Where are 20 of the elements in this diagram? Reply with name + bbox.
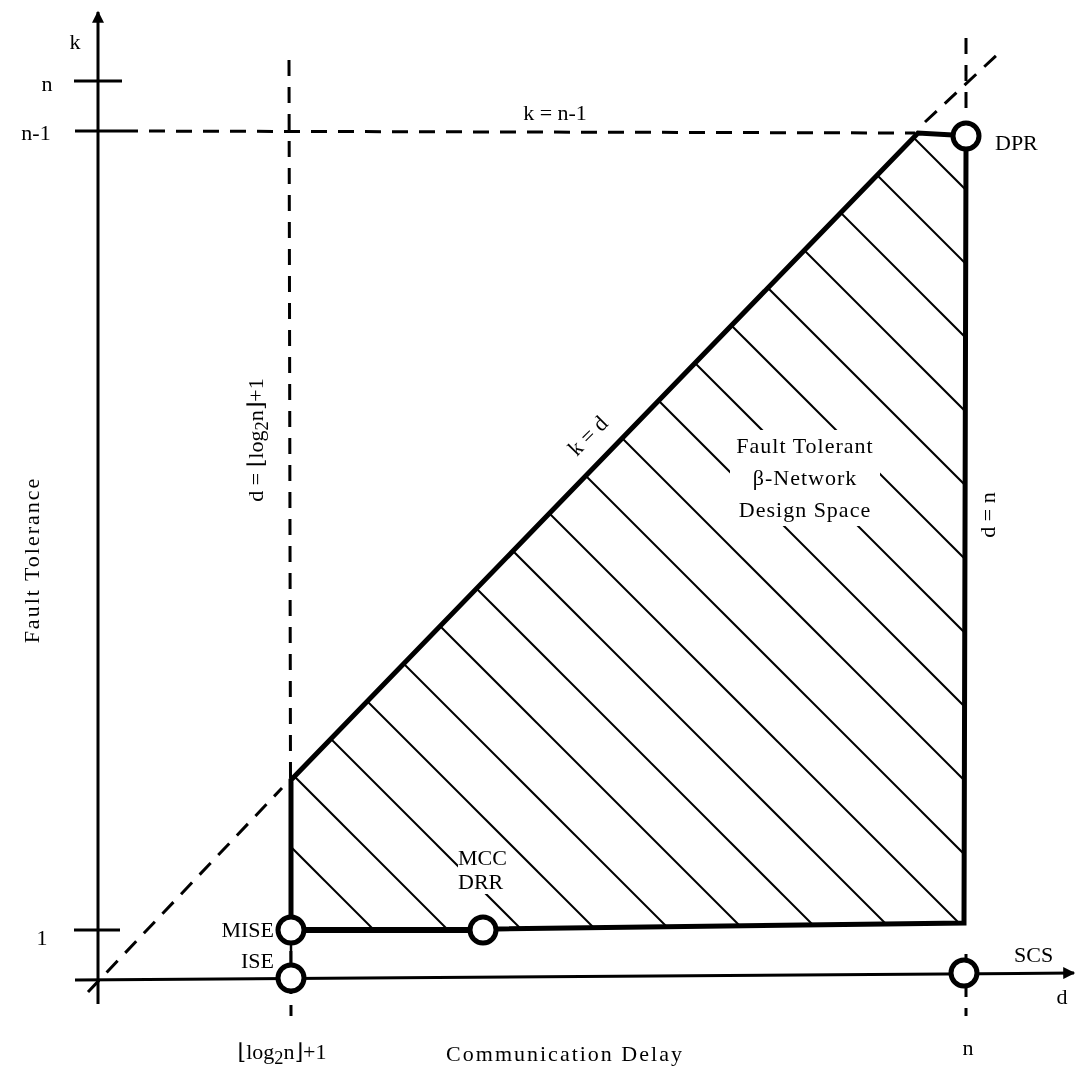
tick-label: n-1 xyxy=(21,120,51,146)
point-marker xyxy=(467,914,499,946)
point-marker xyxy=(275,914,307,946)
axis-title: Communication Delay xyxy=(446,1041,684,1067)
line-label: k = d xyxy=(563,411,613,461)
connector-line xyxy=(306,927,468,933)
axis-label: k xyxy=(69,29,81,55)
axis-title: Fault Tolerance xyxy=(19,476,45,644)
region-label: Fault Tolerant β-Network Design Space xyxy=(730,430,880,526)
line-label: k = n-1 xyxy=(523,100,587,126)
line-label: d = n xyxy=(975,492,1001,538)
point-marker xyxy=(948,957,980,989)
point-marker xyxy=(275,962,307,994)
axis-label: d xyxy=(1056,984,1068,1010)
connector-line xyxy=(289,945,293,963)
tick-label: 1 xyxy=(36,925,48,951)
tick-label: n xyxy=(41,71,53,97)
point-marker xyxy=(950,120,982,152)
tick-label: ⌊log$_{2}$n⌋+1 xyxy=(237,1039,327,1069)
tick-label: n xyxy=(962,1035,974,1061)
